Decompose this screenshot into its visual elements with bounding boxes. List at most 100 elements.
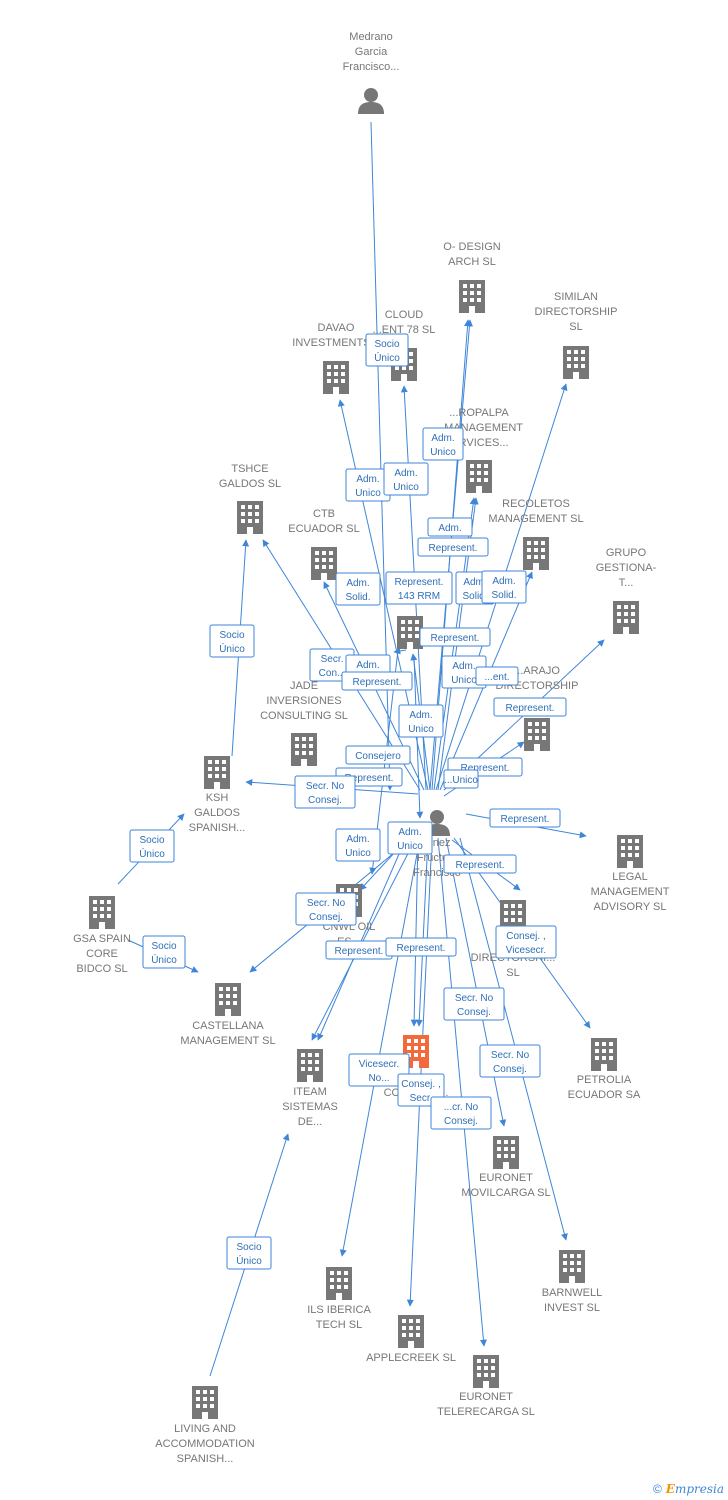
- relation-label[interactable]: Represent.143 RRM: [385, 571, 453, 605]
- relation-label[interactable]: Adm.Unico: [441, 655, 487, 689]
- relation-label[interactable]: Adm.Unico: [387, 821, 433, 855]
- relation-label-box: [294, 775, 356, 809]
- node-label-line: SPANISH...: [189, 822, 246, 834]
- building-icon: [459, 280, 485, 313]
- relation-label-line: Adm.: [431, 433, 454, 444]
- relation-label-box: [383, 462, 429, 496]
- company-node-mid[interactable]: [397, 616, 423, 649]
- relation-label-box: [443, 987, 505, 1021]
- company-node-cloud[interactable]: CLOUD...ENT 78 SL: [373, 309, 436, 381]
- building-icon: [617, 835, 643, 868]
- relation-label[interactable]: ...Unico: [443, 769, 479, 789]
- building-icon: [89, 896, 115, 929]
- node-label-line: ACCOMMODATION: [155, 1438, 254, 1450]
- relation-label[interactable]: Represent.: [385, 937, 457, 957]
- node-label-line: LEGAL: [612, 871, 647, 883]
- relation-label[interactable]: Consejero: [345, 745, 411, 765]
- building-icon: [398, 1315, 424, 1348]
- relation-label[interactable]: ...ent.: [475, 666, 519, 686]
- relation-label-box: [422, 427, 464, 461]
- relation-label-line: Adm.: [394, 468, 417, 479]
- building-icon: [397, 616, 423, 649]
- relation-label[interactable]: Represent.: [417, 537, 489, 557]
- relation-label[interactable]: Adm. Unico: [345, 468, 391, 502]
- building-icon: [563, 346, 589, 379]
- relation-label-line: Unico: [355, 488, 381, 499]
- relation-label[interactable]: Consej. ,Vicesecr.: [495, 925, 557, 959]
- relation-label[interactable]: Represent.: [489, 808, 561, 828]
- node-label-line: ADVISORY SL: [594, 901, 667, 913]
- relation-label-line: Represent.: [461, 763, 510, 774]
- relation-label-line: Adm.: [346, 578, 369, 589]
- node-label-line: SL: [506, 967, 519, 979]
- relation-label-box: [209, 624, 255, 658]
- relation-label[interactable]: Adm.Solid.: [481, 570, 527, 604]
- relation-label[interactable]: Adm.: [427, 517, 473, 537]
- relation-label-box: [495, 925, 557, 959]
- building-icon: [237, 501, 263, 534]
- relation-label[interactable]: Represent.: [341, 671, 413, 691]
- relation-label[interactable]: Adm.Unico: [335, 828, 381, 862]
- relation-label[interactable]: Adm.Unico: [398, 704, 444, 738]
- relation-label[interactable]: Vicesecr.No...: [348, 1053, 410, 1087]
- relation-label-box: [443, 769, 479, 789]
- relation-label[interactable]: Represent.: [443, 854, 517, 874]
- building-icon: [466, 460, 492, 493]
- company-node-applecreek[interactable]: APPLECREEK SL: [366, 1315, 456, 1364]
- relation-label[interactable]: Represent.: [493, 697, 567, 717]
- node-label-line: CTB: [313, 508, 335, 520]
- node-label-line: INVESTMENTS...: [292, 337, 379, 349]
- relation-label-line: Vicesecr.: [359, 1059, 399, 1070]
- relation-label-box: [489, 808, 561, 828]
- relation-label-text: Represent.: [431, 633, 480, 644]
- building-icon: [192, 1386, 218, 1419]
- node-label-line: ...ROPALPA: [449, 407, 509, 419]
- relation-edge: [410, 837, 419, 1027]
- relation-label-text: Represent.: [397, 943, 446, 954]
- relation-edge: [415, 837, 429, 1027]
- relation-label-line: Adm.: [356, 474, 379, 485]
- relation-label[interactable]: Represent.: [419, 627, 491, 647]
- relation-label[interactable]: Adm.Solid.: [335, 572, 381, 606]
- relation-label[interactable]: Adm.Unico: [422, 427, 464, 461]
- relation-label[interactable]: Adm.Unico: [383, 462, 429, 496]
- relation-label[interactable]: Represent.: [325, 940, 393, 960]
- relation-label-line: Unico: [451, 675, 477, 686]
- relation-label[interactable]: Adm.: [345, 654, 391, 674]
